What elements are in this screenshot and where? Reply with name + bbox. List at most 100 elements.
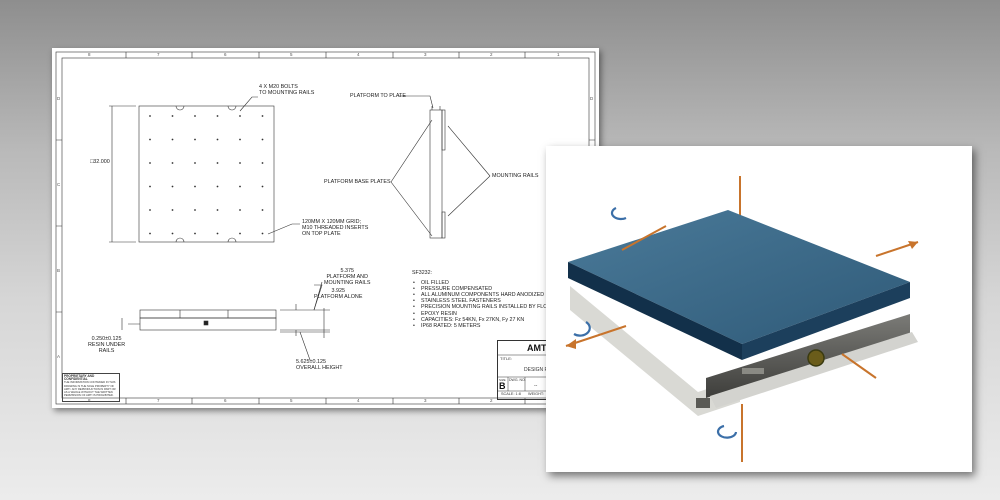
zone-top-4: 4 <box>357 52 360 57</box>
note-item: PRECISION MOUNTING RAILS INSTALLED BY FL… <box>413 304 547 310</box>
insert-hole <box>216 232 219 235</box>
zone-bottom-6: 6 <box>224 398 227 403</box>
insert-hole <box>239 138 241 141</box>
proprietary-line: THE INFORMATION CONTAINED IN THIS <box>64 381 116 385</box>
insert-hole <box>239 162 241 164</box>
rail-front <box>710 332 918 408</box>
label-plate <box>742 368 764 374</box>
insert-hole <box>194 162 196 164</box>
side-view-platform <box>429 109 443 239</box>
insert-hole <box>239 232 241 235</box>
dwg-no-value: -- <box>534 383 538 389</box>
zone-bottom-5: 5 <box>290 398 293 403</box>
zone-top-1: 1 <box>557 52 560 57</box>
insert-hole <box>149 115 151 117</box>
zone-bottom-4: 4 <box>357 398 360 403</box>
insert-hole <box>171 232 174 235</box>
platform-render <box>546 146 972 472</box>
callout-platform-to-plate: PLATFORM TO PLATE <box>350 93 406 99</box>
size-label: SIZE <box>499 378 506 382</box>
title-value: DESIGN P <box>524 367 548 373</box>
insert-hole <box>261 138 264 141</box>
zone-bottom-8: 8 <box>88 398 91 403</box>
note-item: OIL FILLED <box>413 280 547 286</box>
insert-hole <box>239 209 241 211</box>
insert-hole <box>149 209 151 211</box>
callout-grid: 120MM X 120MM GRID; M10 THREADED INSERTS… <box>302 219 369 237</box>
insert-hole <box>216 209 219 211</box>
zone-right-d: D <box>590 96 594 101</box>
insert-hole <box>149 185 151 188</box>
leader-grid <box>267 223 300 235</box>
insert-hole <box>171 138 174 141</box>
insert-hole <box>261 209 264 211</box>
insert-hole <box>194 185 196 188</box>
insert-hole <box>216 115 219 117</box>
leader-mounting-rails <box>447 125 491 217</box>
leader-overall <box>299 331 311 361</box>
front-view-platform <box>139 309 277 319</box>
top-view-plate <box>138 105 275 243</box>
size-value: B <box>499 381 506 391</box>
insert-hole <box>194 138 196 141</box>
x-axis-lower <box>841 353 877 379</box>
insert-grid <box>149 115 264 235</box>
dwg-no-label: DWG. NO. <box>509 378 526 382</box>
drawing-linework <box>55 51 596 405</box>
insert-hole <box>261 115 264 117</box>
proprietary-line: DRAWING IS THE SOLE PROPERTY OF <box>64 384 115 388</box>
insert-hole <box>261 162 264 164</box>
insert-hole <box>149 162 151 164</box>
notes-header: SF3232: <box>412 270 433 276</box>
zone-left-a: A <box>57 354 61 359</box>
proprietary-title: PROPRIETARY AND CONFIDENTIAL <box>64 373 95 381</box>
callout-platform-base-plates: PLATFORM BASE PLATES <box>324 179 391 185</box>
zone-top-2: 2 <box>490 52 493 57</box>
zone-bottom-2: 2 <box>490 398 493 403</box>
zone-left-d: D <box>57 96 61 101</box>
zone-left-b: B <box>57 268 61 273</box>
insert-hole <box>261 185 264 188</box>
spec-notes: SF3232: OIL FILLEDPRESSURE COMPENSATEDAL… <box>412 270 547 329</box>
note-item: PRESSURE COMPENSATED <box>413 286 547 292</box>
zone-top-7: 7 <box>157 52 160 57</box>
title-label: TITLE: <box>500 356 513 361</box>
dimension-line-width <box>109 105 136 243</box>
top-plate-side-front <box>568 262 742 360</box>
insert-hole <box>239 115 241 117</box>
callout-width-dimension: □32.000 <box>90 159 110 165</box>
top-plate <box>568 210 910 344</box>
insert-hole <box>194 115 196 117</box>
scale-label: SCALE: 1:8 <box>501 392 521 396</box>
insert-hole <box>261 232 264 235</box>
proprietary-line: PERMISSION OF AMTI IS PROHIBITED. <box>64 394 114 398</box>
insert-hole <box>171 185 174 188</box>
rotation-arrow-y-icon <box>573 321 591 337</box>
axis-arrowhead <box>908 241 918 249</box>
callout-dim-overall: 5.625±0.125 OVERALL HEIGHT <box>296 359 343 371</box>
insert-hole <box>194 232 196 235</box>
platform-render-art <box>565 176 919 462</box>
zone-bottom-7: 7 <box>157 398 160 403</box>
leader-platform-to-plate <box>398 95 434 109</box>
note-item: ALL ALUMINUM COMPONENTS HARD ANODIZED <box>413 292 547 298</box>
insert-hole <box>149 138 151 141</box>
leader-base-plates <box>390 119 433 237</box>
note-item: IP68 RATED: 5 METERS <box>413 323 547 329</box>
connector <box>807 349 825 367</box>
note-item: EPOXY RESIN <box>413 311 547 317</box>
zone-top-5: 5 <box>290 52 293 57</box>
amti-logo: AMT <box>527 343 547 353</box>
proprietary-line: AMTI. ANY REPRODUCTION IN PART OR <box>64 387 116 391</box>
zone-bottom-3: 3 <box>424 398 427 403</box>
rotation-arrow-z-icon <box>716 424 738 439</box>
callout-mounting-rails: MOUNTING RAILS <box>492 173 539 179</box>
insert-hole <box>216 138 219 141</box>
zone-left-c: C <box>57 182 61 187</box>
insert-hole <box>216 162 219 164</box>
zone-top-8: 8 <box>88 52 91 57</box>
insert-hole <box>216 185 219 188</box>
insert-hole <box>171 162 174 164</box>
note-item: CAPACITIES: Fz 54KN, Fx 27KN, Fy 27 KN <box>413 317 547 323</box>
rotation-arrow-x-icon <box>610 206 627 221</box>
